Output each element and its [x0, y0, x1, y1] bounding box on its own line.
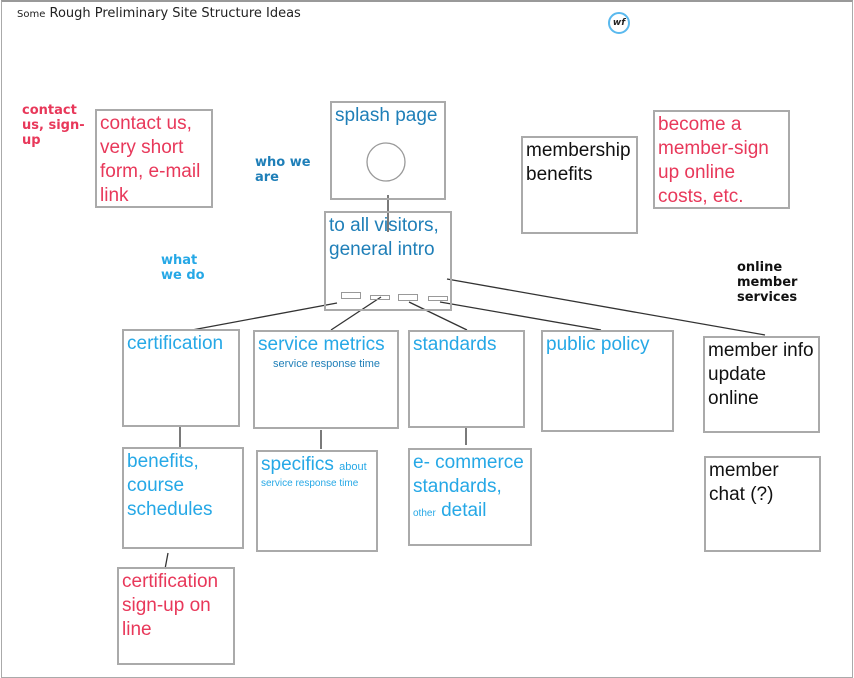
label-who-we-are: who we are — [255, 155, 311, 185]
splash-image-placeholder — [366, 142, 406, 182]
box-member-chat: member chat (?) — [704, 456, 821, 552]
nav-tab — [398, 294, 418, 301]
box-membership: membership benefits — [521, 136, 638, 234]
box-standards: standards — [408, 330, 525, 428]
box-contact: contact us, very short form, e-mail link — [95, 109, 213, 208]
label-contact: contact us, sign-up — [22, 103, 85, 148]
connector-standards — [408, 301, 468, 331]
box-intro: to all visitors, general intro — [324, 211, 452, 311]
ecommerce-title: e- commerce standards, — [413, 452, 524, 497]
nav-tab — [370, 295, 390, 300]
ecommerce-small: other — [413, 508, 436, 519]
label-what-we-do: what we do — [161, 253, 205, 283]
box-specifics: specifics about service response time — [256, 450, 378, 552]
connector-public-policy — [439, 301, 602, 331]
label-online-member-services: online member services — [737, 260, 798, 305]
nav-tab — [341, 292, 361, 299]
specifics-title: specifics — [261, 454, 334, 475]
box-ecommerce: e- commerce standards, other detail — [408, 448, 532, 546]
connector-certification — [191, 302, 338, 331]
connector-member-services — [446, 278, 766, 336]
box-public-policy: public policy — [541, 330, 674, 432]
page-title: Some Rough Preliminary Site Structure Id… — [17, 6, 301, 21]
box-member-info: member info update online — [703, 336, 820, 433]
specifics-sub2: service response time — [261, 478, 359, 489]
title-main: Rough Preliminary Site Structure Ideas — [49, 6, 301, 21]
box-become-member: become a member-sign up online costs, et… — [653, 110, 790, 209]
box-splash: splash page — [330, 101, 446, 200]
connector-service-metrics — [330, 296, 382, 331]
ecommerce-detail: detail — [441, 500, 487, 521]
connector-cert-signup — [164, 552, 169, 570]
service-metrics-sub: service response time — [273, 358, 380, 370]
box-service-metrics: service metrics service response time — [253, 330, 399, 429]
service-metrics-title: service metrics — [258, 334, 385, 355]
title-prefix: Some — [17, 9, 46, 20]
specifics-sub: about — [339, 461, 367, 473]
box-benefits: benefits, course schedules — [122, 447, 244, 549]
wf-logo-icon: wf — [608, 12, 630, 34]
box-cert-signup: certification sign-up on line — [117, 567, 235, 665]
nav-tab — [428, 296, 448, 301]
box-certification: certification — [122, 329, 240, 427]
